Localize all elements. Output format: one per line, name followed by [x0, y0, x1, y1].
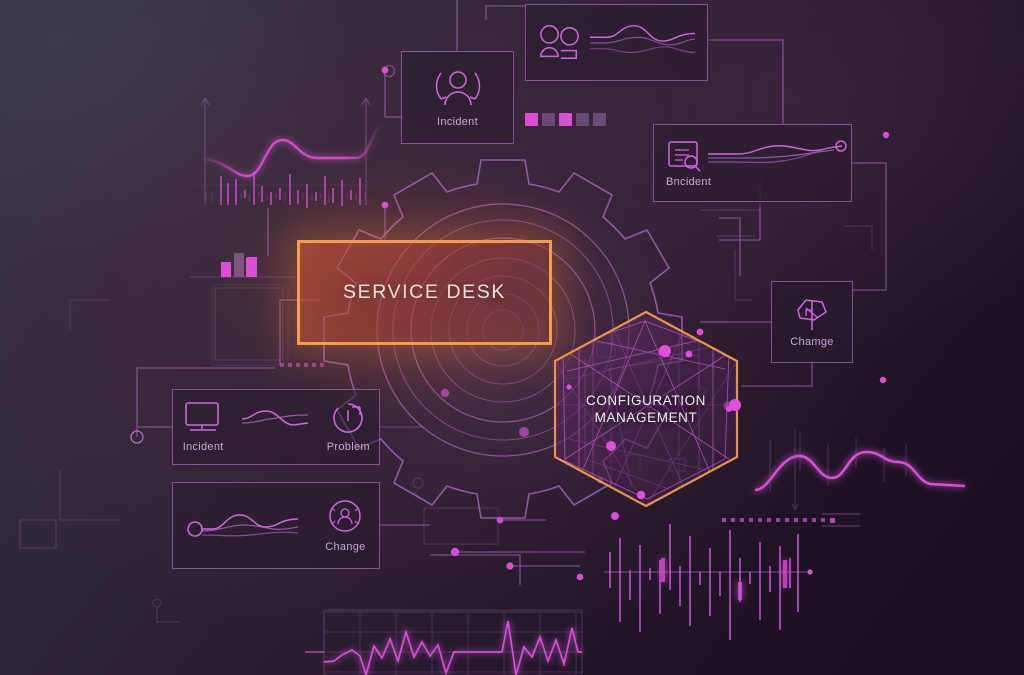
config-label-line1: CONFIGURATION	[585, 393, 707, 408]
card-label-incident-monitor: Incident	[182, 441, 224, 453]
service-desk-node[interactable]: SERVICE DESK	[297, 240, 552, 345]
document-search-icon	[668, 141, 701, 172]
wave-lines-graphic	[589, 24, 695, 53]
monitor-icon	[185, 402, 219, 431]
card-incident-problem[interactable]: Incident Problem	[172, 389, 380, 465]
gear-people-icon	[329, 499, 362, 532]
card-change[interactable]: Change	[172, 482, 380, 569]
card-label-incident: Incident	[437, 116, 478, 128]
card-people-wave[interactable]	[525, 4, 708, 81]
chart-right-wave	[754, 430, 966, 511]
config-management-node[interactable]: CONFIGURATION MANAGEMENT	[549, 309, 743, 509]
card-label-chamge: Chamge	[790, 336, 834, 348]
two-people-icon	[540, 24, 579, 59]
card-label-change: Change	[325, 540, 366, 553]
clock-problem-icon	[333, 403, 364, 433]
dot-strip-right	[722, 518, 835, 523]
zigzag-trace	[323, 620, 582, 675]
chart-left-bars	[190, 253, 300, 278]
dot-strip-right-lines	[822, 513, 860, 527]
hexagon-node-dots	[566, 345, 741, 500]
card-chamge[interactable]: Chamge	[771, 281, 853, 363]
connector-ring-nodes	[130, 64, 396, 444]
card-bncident[interactable]: Bncident	[653, 124, 852, 202]
square-strip	[525, 113, 606, 126]
card-label-problem: Problem	[326, 441, 370, 453]
config-label-line2: MANAGEMENT	[594, 410, 698, 425]
chart-bottom-zigzag	[305, 611, 582, 675]
person-with-arrows-icon	[435, 71, 480, 106]
config-management-label: CONFIGURATION MANAGEMENT	[586, 392, 706, 426]
hexagon-network-graphic	[553, 310, 741, 508]
wave-lines-graphic	[187, 513, 299, 537]
dot-strip-left	[280, 363, 324, 367]
chart-top-left-curve	[196, 97, 383, 208]
service-desk-label: SERVICE DESK	[343, 281, 506, 303]
polygon-node-icon	[797, 299, 827, 330]
wave-lines-graphic	[708, 140, 847, 164]
card-label-bncident: Bncident	[666, 176, 712, 188]
card-incident-person[interactable]: Incident	[401, 51, 514, 144]
chart-center-spectrum	[604, 524, 813, 640]
wave-lines-graphic	[242, 410, 309, 426]
